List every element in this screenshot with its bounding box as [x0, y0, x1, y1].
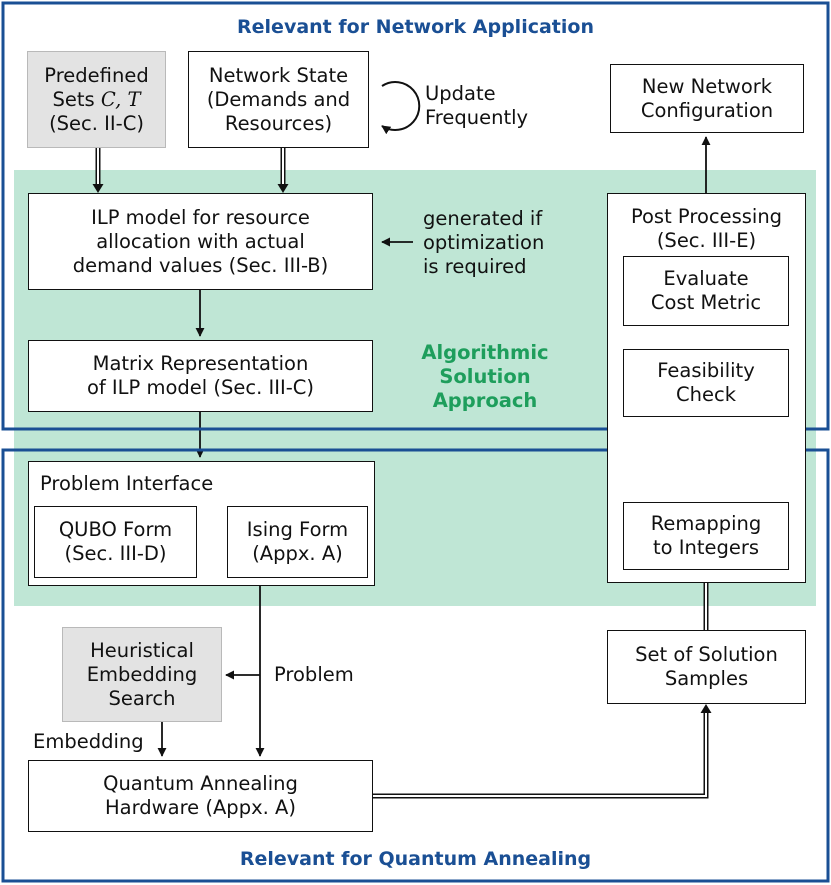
qubo-form-box: QUBO Form (Sec. III-D) — [34, 506, 197, 578]
problem-edge-label: Problem — [274, 663, 354, 686]
generated-line-3: is required — [423, 255, 527, 278]
network-state-box: Network State (Demands and Resources) — [188, 51, 369, 148]
feasibility-box: Feasibility Check — [623, 349, 789, 417]
ising-form-box: Ising Form (Appx. A) — [227, 506, 368, 578]
new-config-box: New Network Configuration — [610, 64, 804, 133]
network-state-line-3: Resources) — [224, 111, 333, 135]
new-config-line-1: New Network — [641, 74, 773, 98]
heuristic-line-1: Heuristical — [90, 638, 194, 662]
predefined-sets-line-1: Predefined — [44, 63, 149, 87]
algorithmic-line-1: Algorithmic — [421, 341, 549, 364]
edge-hardware-to-samples-outer — [373, 713, 709, 799]
remapping-line-2: to Integers — [652, 536, 760, 559]
new-config-line-2: Configuration — [640, 98, 774, 122]
matrix-line-2: of ILP model (Sec. III-C) — [86, 376, 315, 399]
update-line-2: Frequently — [425, 106, 529, 129]
update-line-1: Update — [425, 82, 496, 105]
evaluate-line-2: Cost Metric — [650, 291, 762, 314]
quantum-hardware-box: Quantum Annealing Hardware (Appx. A) — [28, 760, 373, 832]
solution-line-1: Set of Solution — [635, 643, 778, 666]
algorithmic-line-2: Solution — [439, 365, 531, 388]
solution-samples-box: Set of Solution Samples — [607, 630, 806, 704]
network-state-line-1: Network State — [208, 63, 349, 87]
predefined-sets-line-2: Sets — [52, 87, 95, 111]
heuristic-line-2: Embedding — [86, 662, 198, 686]
region-frame-network — [1, 1, 830, 431]
update-frequently-label: Update Frequently — [425, 82, 528, 130]
qubo-line-1: QUBO Form — [58, 518, 173, 541]
network-state-line-2: (Demands and — [206, 87, 351, 111]
quantum-line-2: Hardware (Appx. A) — [105, 796, 296, 819]
quantum-line-1: Quantum Annealing — [103, 772, 298, 795]
ilp-line-1: ILP model for resource — [91, 205, 310, 229]
evaluate-line-1: Evaluate — [663, 267, 749, 290]
region-title-quantum: Relevant for Quantum Annealing — [239, 848, 592, 870]
ising-line-1: Ising Form — [246, 518, 349, 541]
edge-network-to-ilp-head — [277, 184, 289, 193]
heuristic-line-3: Search — [108, 686, 176, 710]
evaluate-cost-box: Evaluate Cost Metric — [623, 256, 789, 326]
algorithmic-approach-label: Algorithmic Solution Approach — [400, 341, 570, 413]
ilp-line-2: allocation with actual — [96, 229, 305, 253]
predefined-sets-box: Predefined Sets C, T (Sec. II-C) — [27, 51, 166, 148]
generated-label: generated if optimization is required — [423, 207, 544, 279]
qubo-line-2: (Sec. III-D) — [64, 542, 167, 565]
feasibility-line-1: Feasibility — [657, 359, 755, 382]
predefined-sets-line-3: (Sec. II-C) — [49, 111, 144, 135]
matrix-representation-box: Matrix Representation of ILP model (Sec.… — [28, 340, 373, 412]
edge-hardware-to-samples-head — [700, 704, 712, 713]
predefined-sets-math: C, T — [100, 87, 141, 111]
ilp-line-3: demand values (Sec. III-B) — [72, 253, 329, 277]
algorithmic-line-3: Approach — [432, 389, 538, 412]
remapping-box: Remapping to Integers — [623, 502, 789, 570]
solution-line-2: Samples — [664, 667, 749, 690]
edge-predefined-to-ilp-head — [92, 184, 104, 193]
heuristic-embedding-box: Heuristical Embedding Search — [62, 627, 222, 722]
post-processing-line-1: Post Processing — [630, 205, 783, 228]
generated-line-1: generated if — [423, 207, 543, 230]
problem-interface-title: Problem Interface — [40, 472, 214, 495]
update-loop-arrow — [381, 81, 421, 135]
ising-line-2: (Appx. A) — [252, 542, 343, 565]
feasibility-line-2: Check — [676, 383, 736, 406]
ilp-model-box: ILP model for resource allocation with a… — [28, 193, 373, 290]
region-frame-quantum — [1, 448, 830, 883]
generated-line-2: optimization — [423, 231, 545, 254]
matrix-line-1: Matrix Representation — [92, 352, 309, 375]
post-processing-label: Post Processing (Sec. III-E) — [607, 205, 806, 253]
edge-hardware-to-samples-inner — [373, 713, 707, 797]
remapping-line-1: Remapping — [650, 512, 762, 535]
embedding-edge-label: Embedding — [33, 730, 144, 753]
region-title-network: Relevant for Network Application — [237, 16, 594, 38]
post-processing-line-2: (Sec. III-E) — [656, 229, 757, 252]
